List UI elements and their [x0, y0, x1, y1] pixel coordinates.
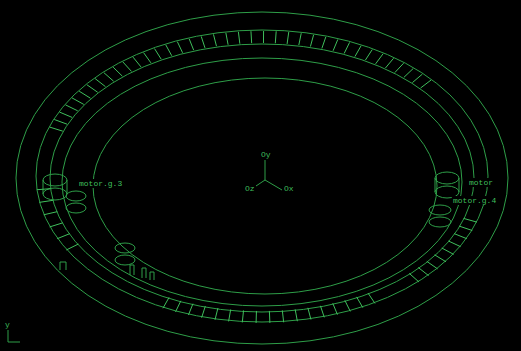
gear-tooth — [215, 308, 218, 320]
gear-tooth — [365, 50, 372, 60]
gear-tooth — [57, 234, 70, 239]
gear-tooth — [66, 244, 78, 250]
motor-cylinder — [435, 178, 436, 192]
gear-tooth — [427, 261, 438, 269]
gear-tooth — [133, 57, 141, 67]
gear-tooth — [421, 80, 431, 88]
gear-tooth — [229, 310, 231, 322]
gear-tooth — [79, 91, 90, 98]
gear-ring — [36, 30, 488, 322]
motor-cylinder — [43, 188, 67, 200]
gear-tooth — [44, 212, 58, 215]
gear-tooth — [104, 73, 114, 82]
gear-tooth — [39, 200, 53, 202]
gear-tooth — [320, 306, 324, 318]
gear-tooth — [287, 32, 289, 44]
gear-tooth — [201, 36, 205, 48]
gear-tooth — [238, 32, 239, 44]
gear-tooth — [345, 300, 350, 311]
gear-tooth — [113, 67, 122, 76]
gear-tooth — [442, 248, 454, 254]
gear-tooth — [256, 311, 257, 323]
outer-ring — [16, 12, 508, 344]
gear-tooth — [163, 297, 169, 308]
gear-tooth — [60, 112, 73, 117]
gear-tooth — [404, 69, 413, 78]
gear-tooth — [263, 31, 264, 43]
gear-tooth — [395, 63, 404, 72]
axis-triad — [8, 330, 20, 342]
gear-tooth — [54, 119, 67, 124]
motor-cylinder — [66, 203, 86, 213]
axis-label: Ox — [283, 184, 295, 193]
gear-tooth — [144, 53, 151, 63]
gear-tooth — [72, 98, 84, 105]
motor-cylinder — [66, 191, 86, 201]
motor-cylinder — [459, 178, 460, 192]
inner-ring — [93, 78, 437, 294]
gear-tooth — [435, 255, 446, 262]
part-label: motor.g.4 — [452, 196, 497, 205]
gear-tooth — [226, 33, 228, 45]
gear-tooth — [282, 310, 283, 322]
motor-cylinder — [429, 205, 451, 215]
gear-tooth — [95, 79, 105, 87]
axis-label: Oz — [244, 184, 256, 193]
gear-tooth — [269, 311, 270, 323]
gear-tooth — [87, 85, 98, 93]
gear-tooth — [459, 226, 472, 230]
gear-tooth — [333, 303, 338, 314]
part-label: motor — [468, 178, 494, 187]
gear-tooth — [368, 293, 375, 303]
gear-tooth — [322, 37, 326, 49]
gear-tooth — [412, 74, 422, 82]
gear-tooth — [166, 45, 172, 56]
gear-tooth — [333, 39, 338, 50]
gear-tooth — [308, 308, 311, 320]
gear-tooth — [310, 35, 313, 47]
gear-tooth — [355, 46, 361, 57]
axis-label: Oy — [260, 150, 272, 159]
gear-tooth — [50, 223, 63, 227]
gear-ring — [50, 44, 474, 312]
gear-tooth — [409, 273, 419, 282]
motor-cylinder — [115, 255, 135, 265]
part-label: motor.g.3 — [78, 179, 123, 188]
gear-tooth — [177, 42, 182, 53]
gear-tooth — [65, 105, 77, 111]
gear-tooth — [123, 62, 132, 71]
gear-tooth — [295, 309, 297, 321]
gear-tooth — [242, 310, 243, 322]
gear-tooth — [448, 241, 460, 247]
motor-cylinder — [429, 217, 451, 227]
gear-tooth — [213, 34, 216, 46]
gear-tooth — [250, 31, 252, 43]
gear-tooth — [37, 189, 51, 190]
gear-tooth — [155, 49, 162, 60]
gear-tooth — [357, 297, 363, 308]
gear-tooth — [188, 304, 193, 315]
gear-tooth — [454, 234, 467, 239]
motor-cylinder — [43, 174, 67, 186]
gear-tooth — [344, 42, 349, 53]
gear-tooth — [464, 218, 477, 222]
gear-tooth — [385, 58, 393, 68]
gear-tooth — [189, 39, 194, 50]
bracket — [60, 262, 154, 280]
gear-tooth — [418, 268, 428, 276]
gear-tooth — [50, 127, 63, 131]
gear-tooth — [202, 306, 206, 318]
motor-cylinder — [67, 180, 68, 194]
motor-cylinder — [43, 180, 44, 194]
gear-tooth — [376, 54, 384, 64]
gear-tooth — [299, 33, 301, 45]
inner-ring — [62, 58, 462, 306]
gear-tooth — [176, 301, 181, 312]
motor-cylinder — [115, 243, 135, 253]
motor-cylinder — [435, 172, 459, 184]
gear-tooth — [275, 31, 277, 43]
axis-label: y — [4, 320, 11, 329]
